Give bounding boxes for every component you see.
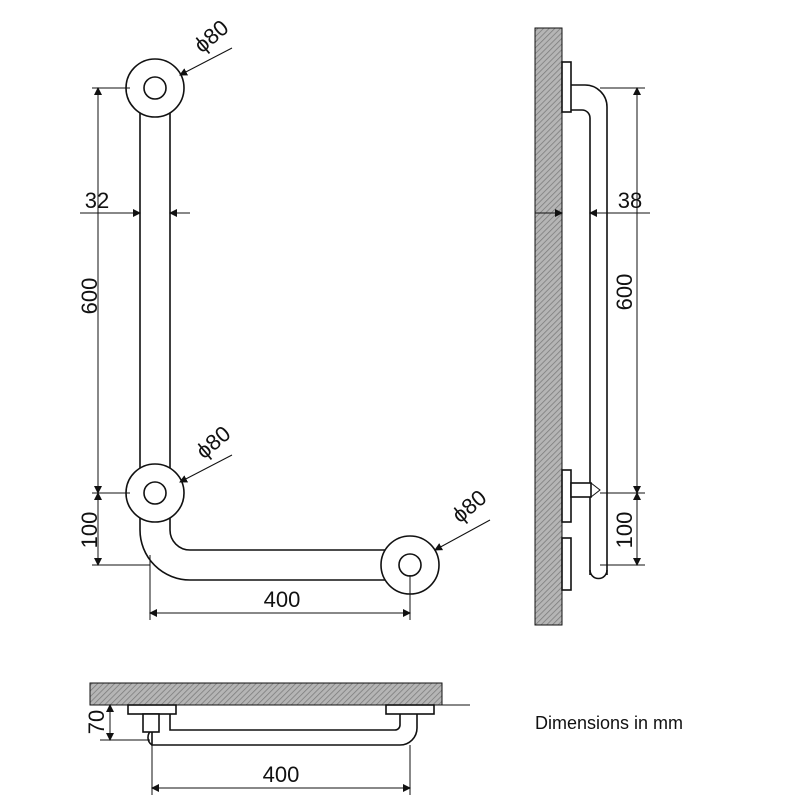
bottom-horizontal-length: 400 (263, 762, 300, 787)
top-rosette-inner (143, 76, 167, 100)
bottom-tube (151, 714, 418, 746)
front-vertical-length: 600 (77, 278, 102, 315)
front-tube-diameter: 32 (85, 188, 109, 213)
side-vertical-length: 600 (612, 274, 637, 311)
side-tube (571, 84, 608, 575)
side-view: 600 100 38 (534, 27, 650, 626)
end-rosette-inner (398, 553, 422, 577)
units-note: Dimensions in mm (535, 713, 683, 733)
bottom-wall-offset: 70 (84, 710, 109, 734)
side-bend-offset: 100 (612, 512, 637, 549)
vertical-tube (139, 90, 413, 581)
front-horizontal-length: 400 (264, 587, 301, 612)
bottom-view: 70 400 (84, 682, 470, 795)
side-projection: 38 (618, 188, 642, 213)
bottom-wall (89, 682, 443, 706)
end-rosette-label: ϕ80 (447, 485, 491, 528)
middle-rosette-inner (143, 481, 167, 505)
front-view: 600 100 32 400 ϕ80 ϕ80 ϕ80 (77, 15, 491, 620)
front-bend-offset: 100 (77, 512, 102, 549)
side-wall (534, 27, 563, 626)
